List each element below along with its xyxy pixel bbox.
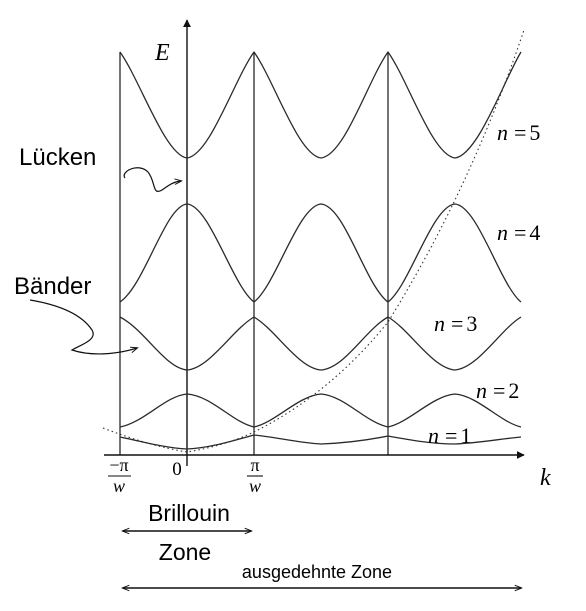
bands-pointer-arrow: [29, 299, 137, 355]
gaps-label: Lücken: [19, 144, 96, 171]
brillouin-zone-label-line2: Zone: [159, 539, 211, 565]
band-n3-curve: [119, 316, 522, 371]
k-axis-label: k: [540, 465, 551, 491]
band-label-n3: n=3: [434, 311, 477, 336]
band-n1-curve: [119, 434, 522, 450]
band-label-n5: n=5: [497, 120, 540, 145]
band-n5-curve: [119, 51, 522, 159]
free-electron-parabola: [102, 29, 525, 453]
tick-minus-pi-numerator: −π: [109, 455, 128, 475]
tick-zero-label: 0: [172, 459, 182, 480]
energy-axis-label: E: [154, 40, 170, 66]
band-label-n1: n=1: [428, 423, 471, 448]
tick-minus-pi-denominator: w: [113, 476, 125, 496]
band-n2-curve: [119, 393, 522, 428]
bands-label: Bänder: [14, 273, 91, 300]
tick-pi-numerator: π: [250, 455, 259, 475]
tick-pi-denominator: w: [249, 476, 261, 496]
band-n4-curve: [119, 203, 522, 303]
extended-zone-label: ausgedehnte Zone: [242, 562, 392, 582]
gaps-pointer-arrow: [123, 167, 181, 192]
band-label-n2: n=2: [476, 378, 519, 403]
band-label-n4: n=4: [497, 220, 540, 245]
brillouin-zone-label-line1: Brillouin: [148, 500, 230, 526]
